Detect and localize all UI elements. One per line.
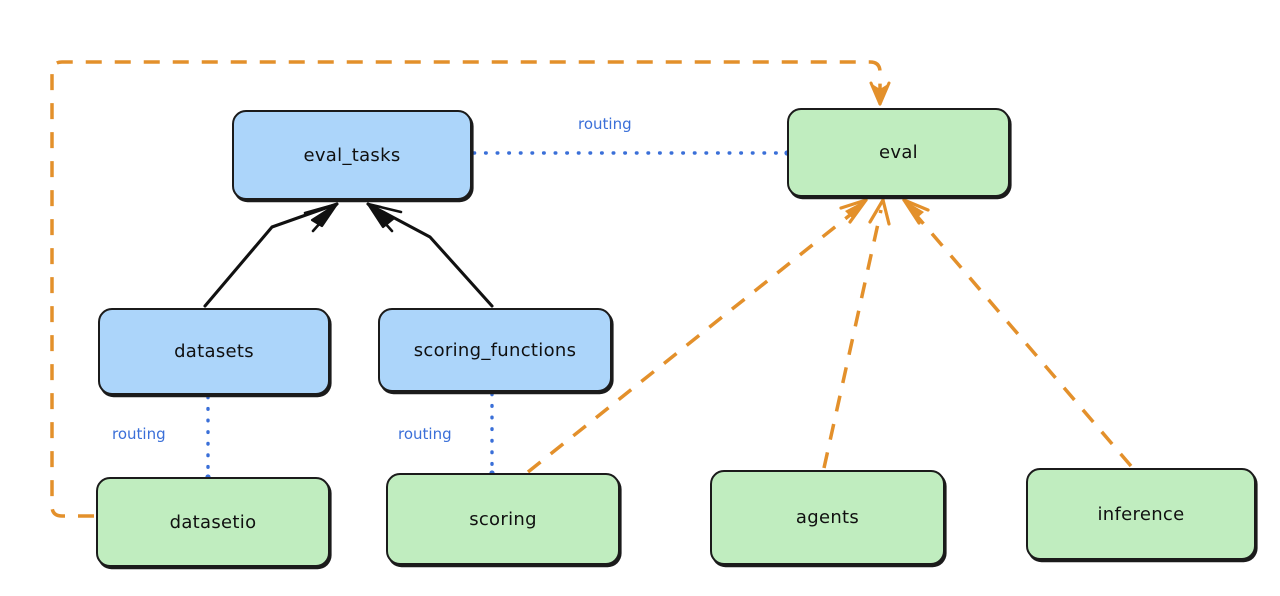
node-label-datasetio: datasetio [169, 511, 257, 533]
edge-inference-to-eval [902, 198, 1133, 468]
node-label-scoring: scoring [469, 508, 537, 530]
edge-datasets-to-datasetio [205, 395, 211, 480]
node-agents[interactable]: agents [710, 470, 945, 565]
edge-datasetio-to-eval [50, 60, 891, 518]
edge-scoring-to-eval [526, 198, 868, 474]
node-label-inference: inference [1097, 503, 1185, 525]
node-scoring[interactable]: scoring [386, 473, 620, 565]
node-label-eval_tasks: eval_tasks [303, 144, 401, 166]
node-eval[interactable]: eval [787, 108, 1010, 197]
edge-label-routing-scoring_functions-scoring: routing [398, 425, 452, 443]
node-label-scoring_functions: scoring_functions [413, 339, 577, 361]
edge-eval_tasks-to-eval [472, 150, 790, 156]
edge-label-routing-datasets-datasetio: routing [112, 425, 166, 443]
node-scoring_functions[interactable]: scoring_functions [378, 308, 612, 392]
edge-datasets-to-eval_tasks [203, 202, 339, 308]
edge-label-routing-eval_tasks-eval: routing [578, 115, 632, 133]
node-eval_tasks[interactable]: eval_tasks [232, 110, 472, 200]
node-label-agents: agents [795, 507, 860, 528]
node-inference[interactable]: inference [1026, 468, 1256, 560]
edge-scoring_functions-to-scoring [489, 392, 495, 476]
node-label-datasets: datasets [174, 341, 254, 362]
edge-agents-to-eval [822, 198, 891, 469]
node-datasets[interactable]: datasets [98, 308, 330, 395]
node-datasetio[interactable]: datasetio [96, 477, 330, 567]
node-label-eval: eval [879, 142, 918, 163]
edge-scoring_functions-to-eval_tasks [366, 202, 494, 308]
